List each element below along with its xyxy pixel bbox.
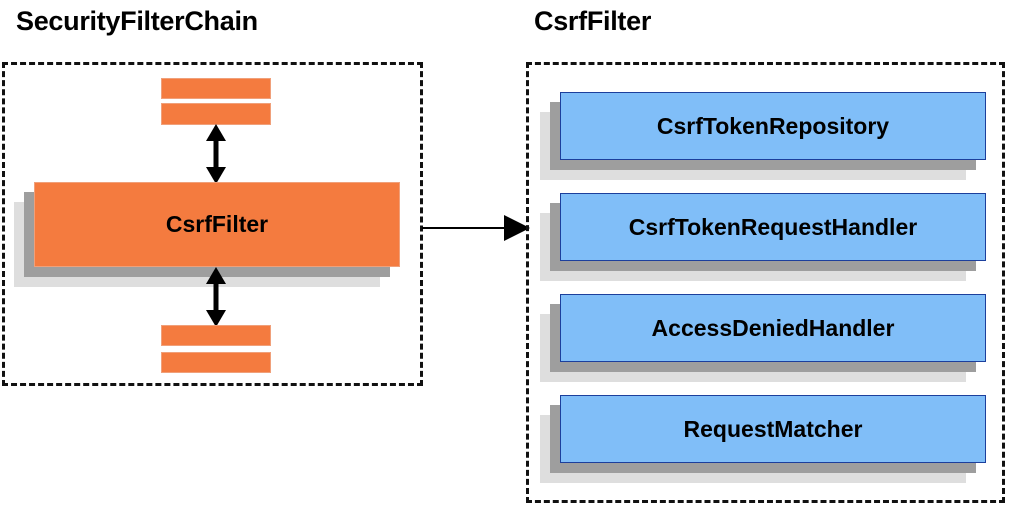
node-access-denied-handler[interactable]: AccessDeniedHandler bbox=[540, 294, 1006, 382]
panel-title-csrf-filter: CsrfFilter bbox=[534, 6, 652, 36]
chain-filter-slab-below-2 bbox=[161, 352, 271, 373]
node-request-matcher-label: RequestMatcher bbox=[560, 395, 986, 463]
node-access-denied-handler-label: AccessDeniedHandler bbox=[560, 294, 986, 362]
chain-filter-slab-above-1 bbox=[161, 78, 271, 99]
chain-filter-slab-above-2 bbox=[161, 103, 271, 125]
panel-title-security-filter-chain: SecurityFilterChain bbox=[16, 6, 258, 36]
csrf-filter-container bbox=[526, 62, 1005, 503]
node-csrf-filter-label: CsrfFilter bbox=[34, 182, 400, 267]
chain-connector-down-arrow bbox=[206, 267, 226, 327]
chain-filter-slab-below-1 bbox=[161, 325, 271, 346]
node-csrf-token-repository[interactable]: CsrfTokenRepository bbox=[540, 92, 1006, 180]
chain-connector-up-arrow bbox=[206, 124, 226, 184]
node-csrf-filter-in-chain[interactable]: CsrfFilter bbox=[14, 182, 420, 287]
panel-link-arrow bbox=[422, 215, 530, 241]
security-filter-chain-container bbox=[2, 62, 423, 386]
node-csrf-token-request-handler-label: CsrfTokenRequestHandler bbox=[560, 193, 986, 261]
node-request-matcher[interactable]: RequestMatcher bbox=[540, 395, 1006, 483]
node-csrf-token-request-handler[interactable]: CsrfTokenRequestHandler bbox=[540, 193, 1006, 281]
node-csrf-token-repository-label: CsrfTokenRepository bbox=[560, 92, 986, 160]
